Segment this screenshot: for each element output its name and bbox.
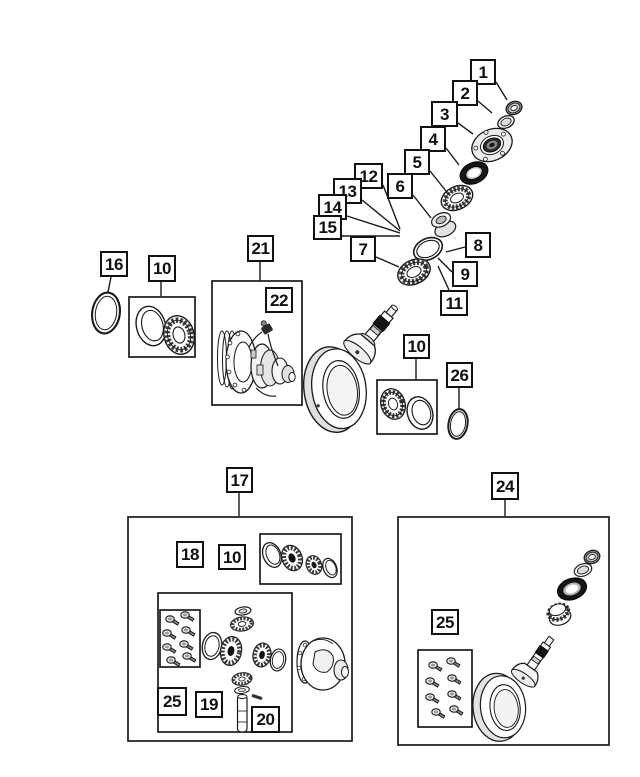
bearing-race-drawing-middle	[406, 396, 434, 430]
callout-24[interactable]: 24	[491, 472, 519, 500]
pinion-nut-drawing-kit	[583, 549, 601, 565]
callout-10-middle[interactable]: 10	[403, 334, 430, 359]
pinion-shim-drawing	[412, 236, 444, 262]
differential-assembly-drawing	[217, 320, 296, 397]
callout-18[interactable]: 18	[176, 541, 204, 568]
ring-gear-drawing-kit	[472, 672, 527, 742]
collapsible-spacer-drawing	[431, 212, 457, 238]
pinion-oil-seal-drawing	[459, 161, 489, 185]
bearing-drawing-kit	[546, 602, 572, 626]
callout-4[interactable]: 4	[420, 126, 446, 152]
callout-10-bottom[interactable]: 10	[218, 544, 246, 570]
callout-16[interactable]: 16	[100, 251, 128, 277]
pinion-flange-drawing	[471, 127, 513, 163]
roll-pin-drawing	[251, 694, 263, 700]
callout-6[interactable]: 6	[387, 173, 413, 199]
pinion-nut-drawing	[505, 100, 523, 116]
callout-8[interactable]: 8	[465, 232, 491, 258]
bearing-kit-drawing-bottom	[261, 542, 338, 579]
callout-3[interactable]: 3	[431, 101, 458, 127]
callout-20[interactable]: 20	[251, 706, 280, 733]
bolt-kit-box-right	[417, 649, 473, 728]
callout-26[interactable]: 26	[446, 362, 473, 388]
callout-25-right[interactable]: 25	[431, 609, 459, 635]
drive-pinion-drawing	[343, 304, 399, 365]
callout-21[interactable]: 21	[247, 235, 274, 262]
bearing-race-drawing-left	[135, 305, 167, 347]
callout-25-left[interactable]: 25	[157, 687, 187, 716]
callout-10-left[interactable]: 10	[148, 255, 176, 282]
callout-19[interactable]: 19	[195, 691, 223, 718]
drive-pinion-drawing-kit	[510, 635, 555, 688]
flange-washer-drawing	[497, 114, 515, 130]
speed-sensor-drawing	[260, 320, 273, 335]
callout-5[interactable]: 5	[404, 149, 430, 175]
callout-15[interactable]: 15	[313, 215, 342, 240]
callout-22[interactable]: 22	[265, 287, 293, 313]
callout-7[interactable]: 7	[350, 236, 376, 262]
callout-11[interactable]: 11	[440, 290, 468, 316]
tapered-bearing-drawing-left	[162, 315, 196, 355]
seal-drawing-kit	[556, 577, 588, 601]
washer-drawing-kit	[573, 562, 593, 578]
rear-pinion-bearing-drawing	[397, 258, 431, 286]
differential-case-drawing	[296, 637, 349, 691]
snap-ring-drawing	[90, 291, 122, 335]
callout-17[interactable]: 17	[226, 467, 253, 493]
internal-gears-drawing	[201, 606, 287, 695]
ring-gear-drawing	[303, 346, 367, 434]
o-ring-drawing	[447, 408, 469, 440]
tapered-bearing-drawing-middle	[379, 388, 407, 420]
callout-2[interactable]: 2	[452, 80, 478, 106]
pinion-mate-shaft-drawing	[236, 694, 248, 733]
front-pinion-bearing-drawing	[440, 184, 474, 212]
callout-9[interactable]: 9	[452, 261, 478, 287]
